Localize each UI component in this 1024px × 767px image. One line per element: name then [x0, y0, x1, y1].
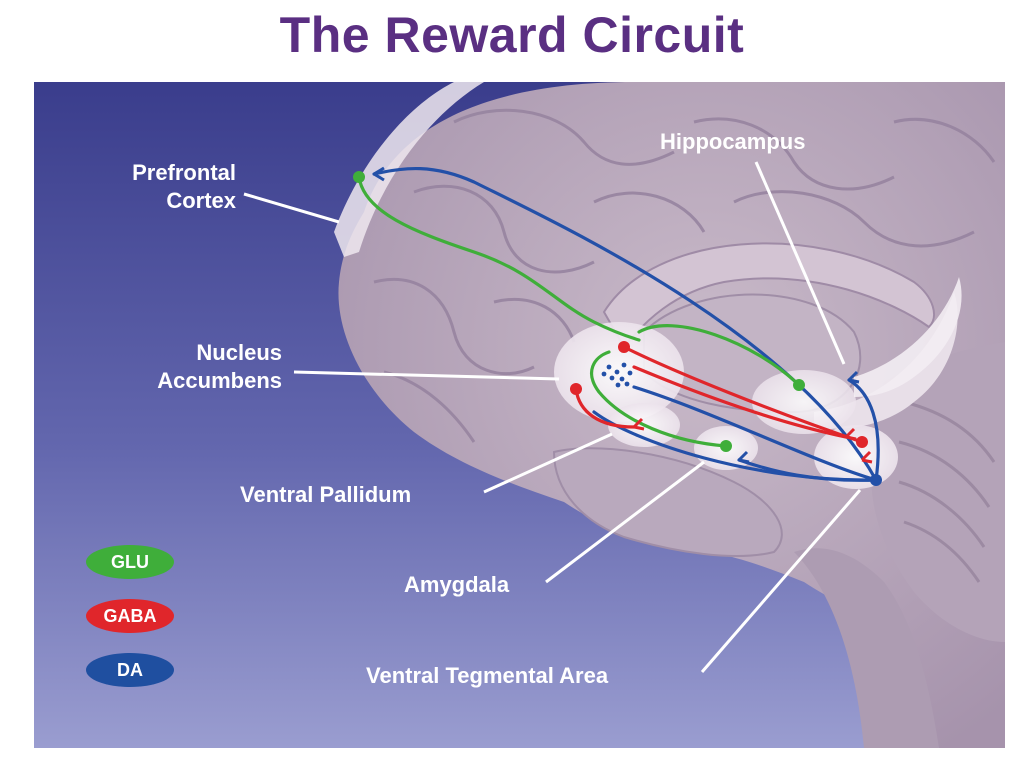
label-nucleus-line2: Accumbens [157, 368, 282, 393]
structure-labels: Prefrontal Cortex Hippocampus Nucleus Ac… [132, 129, 805, 688]
da-pathway-hippocampus [847, 378, 880, 482]
leader-prefrontal [243, 192, 340, 224]
glu-pathway-hippocampus [637, 324, 801, 387]
leader-lines [243, 161, 862, 673]
legend-item-glu: GLU [86, 545, 174, 579]
legend-label-da: DA [117, 660, 143, 680]
label-amygdala: Amygdala [404, 572, 510, 597]
gaba-pathway-vta [622, 345, 864, 444]
gaba-pathway-pallidum [574, 387, 636, 429]
legend-label-glu: GLU [111, 552, 149, 572]
da-pathway-accumbens [632, 385, 878, 482]
legend: GLU GABA DA [86, 545, 174, 687]
leader-hippocampus [754, 161, 846, 365]
leader-vta [700, 489, 862, 673]
pathway-terminals [353, 166, 882, 486]
label-prefrontal-line1: Prefrontal [132, 160, 236, 185]
legend-item-da: DA [86, 653, 174, 687]
legend-swatch-da [86, 653, 174, 687]
hippocampus-tail [854, 277, 962, 397]
label-ventral-pallidum: Ventral Pallidum [240, 482, 411, 507]
glu-pathway-amygdala [590, 350, 728, 448]
glu-pathway-prefrontal [357, 175, 641, 342]
hippocampus-region [752, 370, 856, 434]
label-hippocampus: Hippocampus [660, 129, 805, 154]
legend-swatch-glu [86, 545, 174, 579]
label-prefrontal-line2: Cortex [166, 188, 236, 213]
legend-label-gaba: GABA [104, 606, 157, 626]
leader-amygdala [545, 460, 705, 584]
leader-nucleus [293, 370, 560, 381]
label-nucleus-line1: Nucleus [196, 340, 282, 365]
page-title: The Reward Circuit [279, 7, 745, 63]
label-vta: Ventral Tegmental Area [366, 663, 609, 688]
reward-circuit-diagram: Prefrontal Cortex Hippocampus Nucleus Ac… [34, 82, 1005, 748]
legend-item-gaba: GABA [86, 599, 174, 633]
leader-ventral-pallidum [483, 432, 613, 494]
gaba-pathway-vp-vta [632, 365, 848, 439]
legend-swatch-gaba [86, 599, 174, 633]
